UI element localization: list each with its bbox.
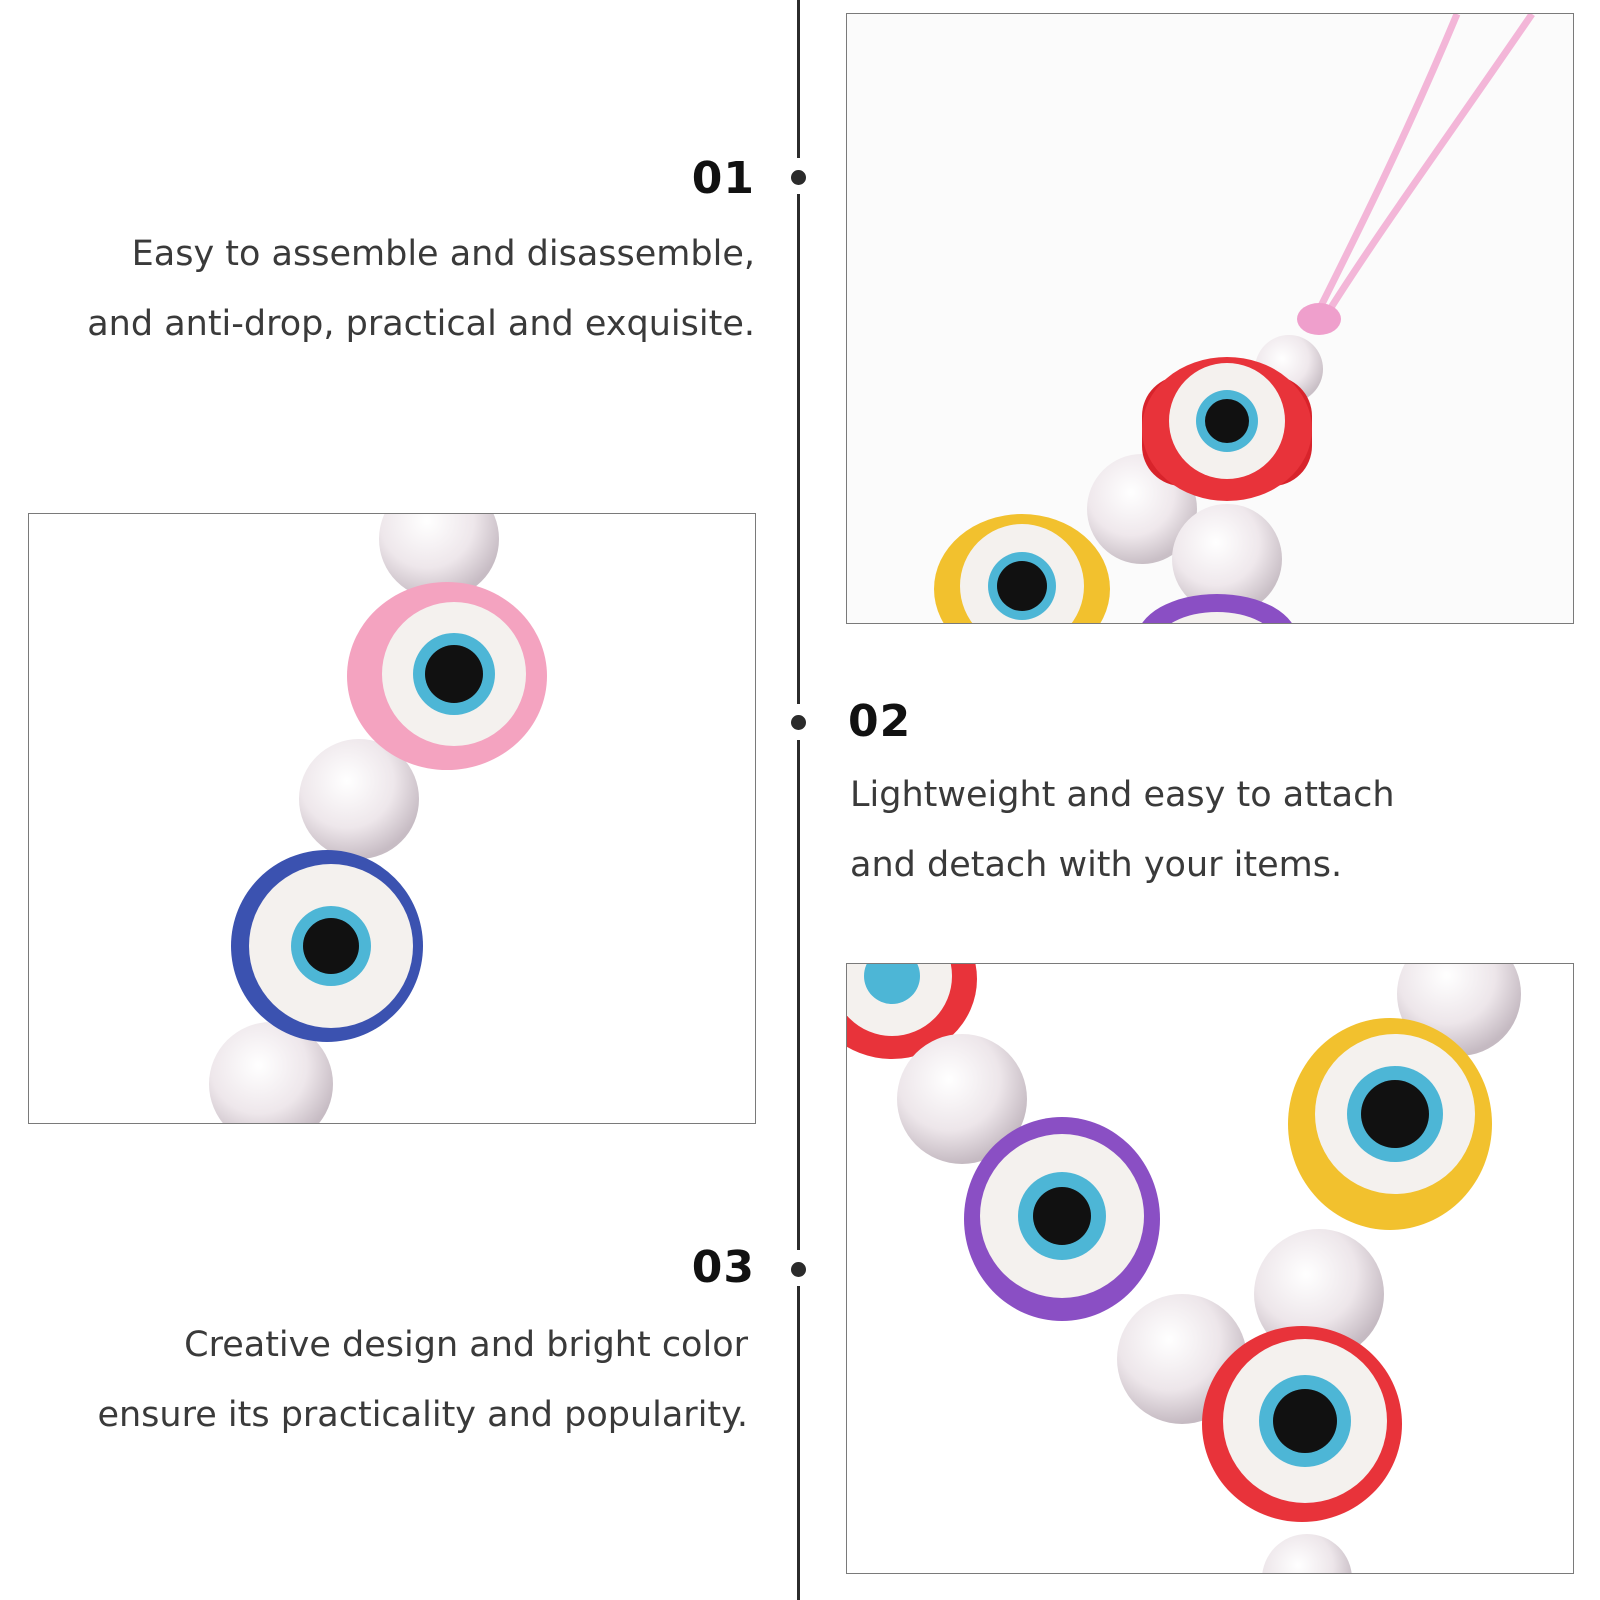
product-photo-pink-blue (28, 513, 756, 1124)
purple-eye-bead (964, 1117, 1160, 1321)
blue-eye-bead (231, 850, 423, 1042)
step-02-line-2: and detach with your items. (850, 845, 1343, 885)
product-photo-cord (846, 13, 1574, 624)
red-eye-bead-bottom (1202, 1326, 1402, 1522)
product-photo-multicolor (846, 963, 1574, 1574)
bead-pendant-illustration (847, 964, 1573, 1573)
bead-strand-illustration (29, 514, 755, 1123)
timeline-dot-02 (791, 715, 806, 730)
step-number-01: 01 (691, 153, 755, 204)
pink-eye-bead (347, 582, 547, 770)
step-number-03: 03 (691, 1242, 755, 1293)
timeline-dot-01 (791, 170, 806, 185)
yellow-eye-bead (934, 514, 1110, 623)
step-02-line-1: Lightweight and easy to attach (850, 775, 1395, 815)
timeline-line (797, 0, 800, 1600)
step-text-02: Lightweight and easy to attach and detac… (850, 760, 1550, 900)
step-03-line-1: Creative design and bright color (184, 1325, 748, 1365)
timeline-dot-03 (791, 1262, 806, 1277)
step-01-line-1: Easy to assemble and disassemble, (131, 234, 755, 274)
step-number-02: 02 (848, 696, 912, 747)
yellow-eye-bead (1288, 1018, 1492, 1230)
step-03-line-2: ensure its practicality and popularity. (97, 1395, 748, 1435)
red-eye-bead (1142, 357, 1312, 501)
bead-cord-illustration (847, 14, 1573, 623)
red-eye-bead-top (847, 964, 977, 1059)
step-text-01: Easy to assemble and disassemble, and an… (0, 219, 755, 359)
step-text-03: Creative design and bright color ensure … (0, 1310, 748, 1450)
step-01-line-2: and anti-drop, practical and exquisite. (87, 304, 755, 344)
